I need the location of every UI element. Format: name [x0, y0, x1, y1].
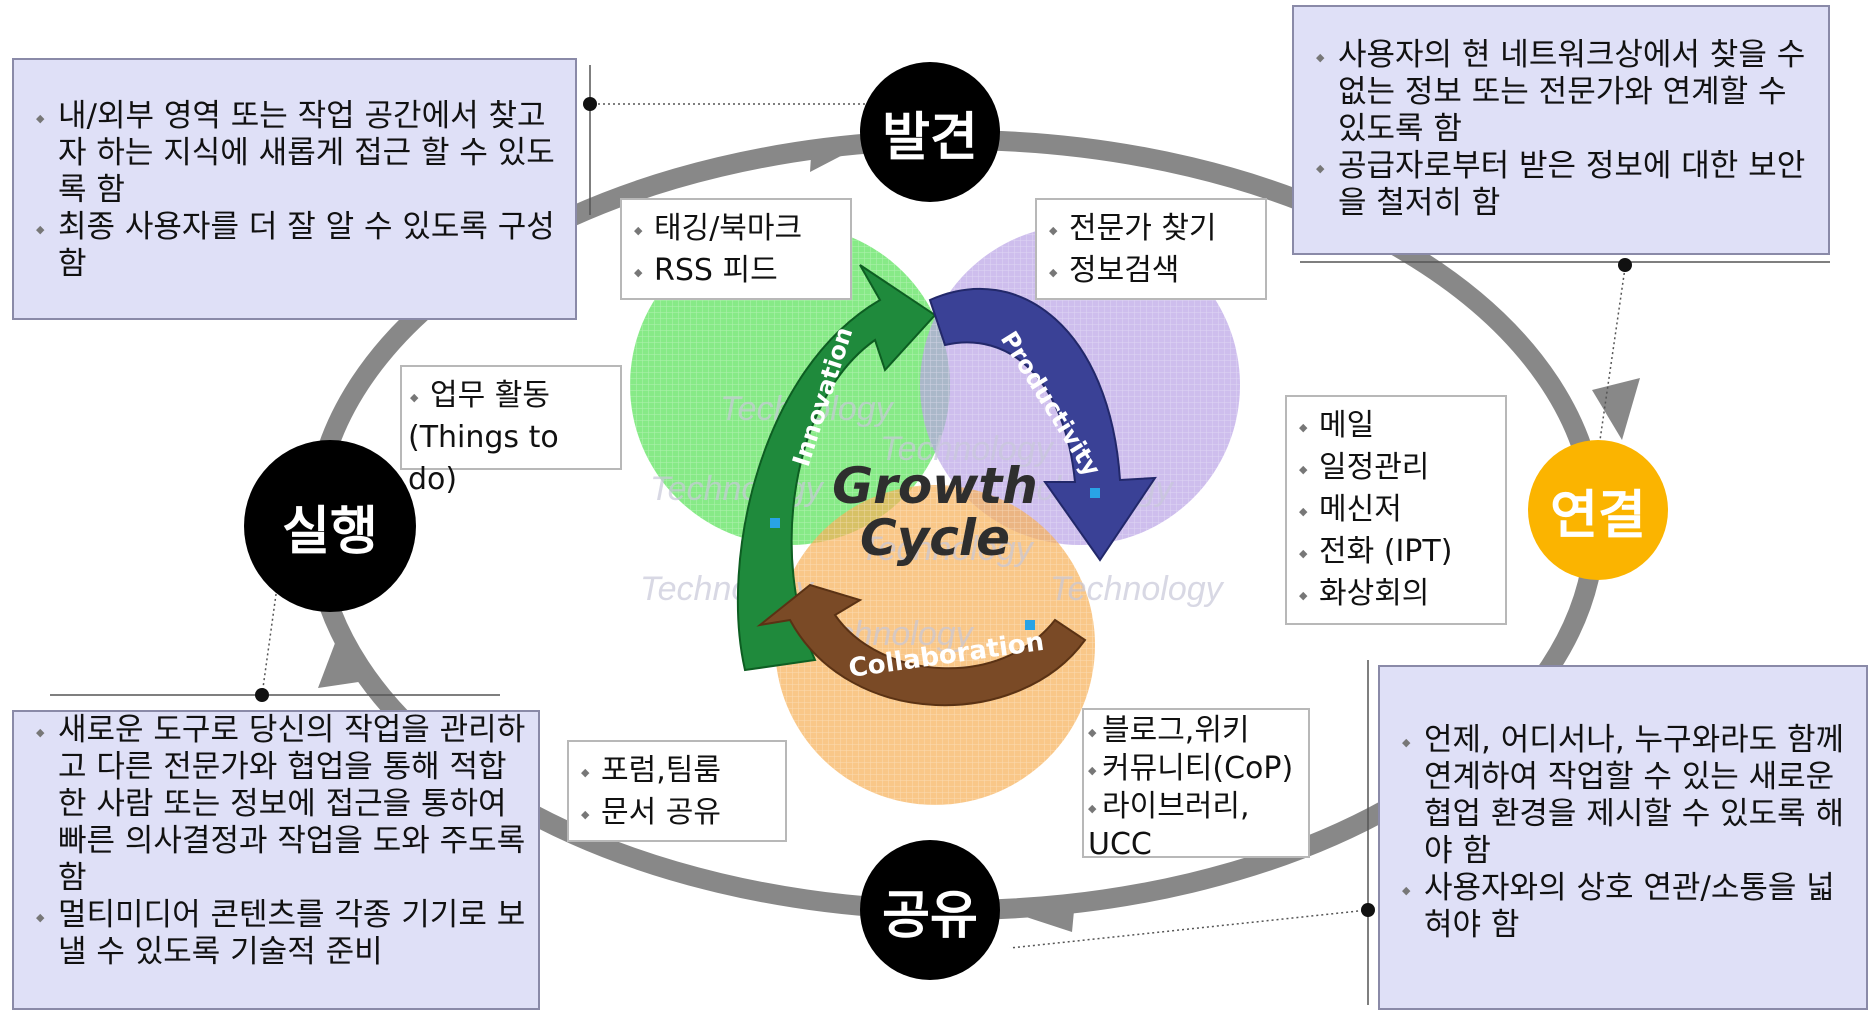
growth-title: Growth — [832, 457, 1038, 515]
innovation-arrow — [736, 264, 937, 672]
cycle-title: Cycle — [860, 509, 1010, 567]
collaboration-arrow — [756, 583, 1087, 707]
node-discover[interactable]: 발견 — [860, 62, 1000, 202]
node-share[interactable]: 공유 — [860, 840, 1000, 980]
connector-lines — [50, 65, 1830, 1005]
tool-box-tagging: 태깅/북마크RSS 피드 — [620, 198, 852, 300]
info-box-connect: 사용자의 현 네트워크상에서 찾을 수 없는 정보 또는 전문가와 연계할 수 … — [1292, 5, 1830, 255]
arrowhead-to-connect — [1592, 378, 1640, 440]
tool-box-search: 전문가 찾기정보검색 — [1035, 198, 1267, 300]
tool-box-forum: 포럼,팀룸문서 공유 — [567, 740, 787, 842]
arrowhead-to-share — [1020, 900, 1075, 932]
info-box-discover: 내/외부 영역 또는 작업 공간에서 찾고자 하는 지식에 새롭게 접근 할 수… — [12, 58, 577, 320]
tool-box-tasks: 업무 활동 (Things to do) — [400, 365, 622, 497]
tool-box-communication: 메일 일정관리 메신저 전화 (IPT) 화상회의 — [1285, 395, 1507, 625]
arrowhead-to-execute — [318, 630, 372, 688]
node-connect[interactable]: 연결 — [1528, 440, 1668, 580]
svg-text:Technology: Technology — [1050, 570, 1225, 608]
small-marker-icon — [1025, 620, 1035, 630]
svg-text:Technology: Technology — [880, 430, 1055, 468]
node-execute[interactable]: 실행 — [244, 440, 416, 612]
small-marker-icon — [770, 518, 780, 528]
tool-box-community: 블로그,위키 커뮤니티(CoP) 라이브러리, UCC — [1082, 708, 1310, 862]
small-marker-icon — [1090, 488, 1100, 498]
svg-text:Technology: Technology — [860, 530, 1035, 568]
arrowhead-to-discover — [810, 140, 862, 172]
info-box-share: 언제, 어디서나, 누구와라도 함께 연계하여 작업할 수 있는 새로운 협업 … — [1378, 665, 1868, 1010]
info-box-execute: 새로운 도구로 당신의 작업을 관리하고 다른 전문가와 협업을 통해 적합한 … — [12, 710, 540, 1010]
